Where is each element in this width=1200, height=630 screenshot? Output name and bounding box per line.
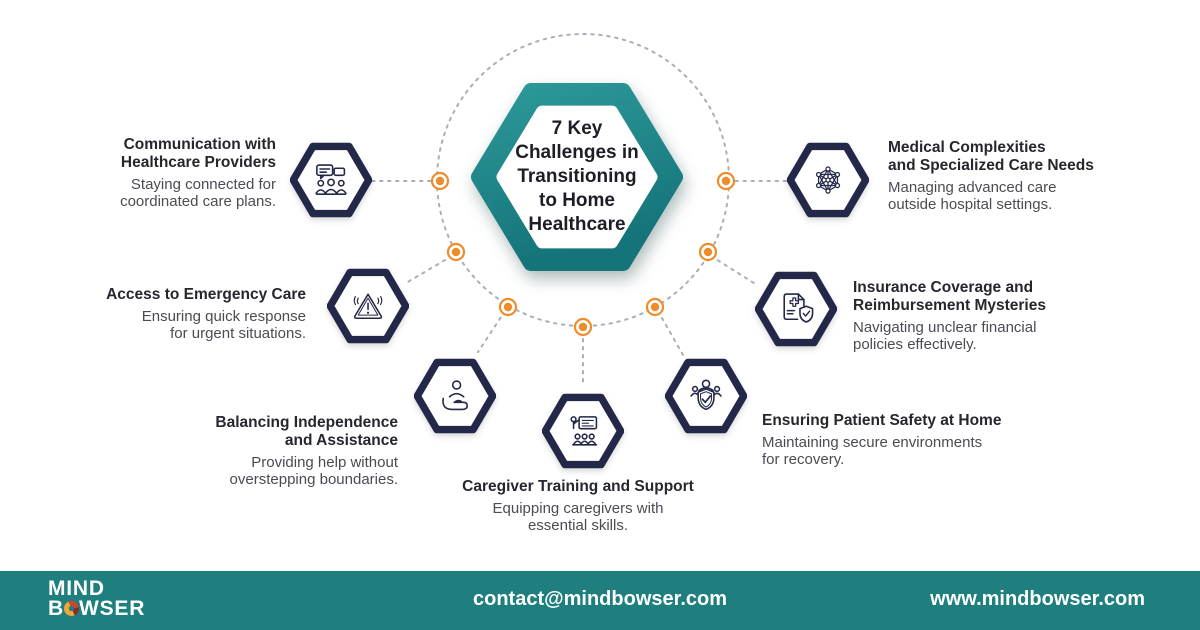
item-body: Equipping caregivers with essential skil… bbox=[492, 500, 664, 534]
hexagon-badge-medical bbox=[786, 139, 870, 221]
item-emergency-care: Access to Emergency Care Ensuring quick … bbox=[106, 286, 306, 342]
item-medical-complexities: Medical Complexities and Specialized Car… bbox=[888, 139, 1094, 213]
warning-icon bbox=[353, 293, 383, 320]
item-heading: Medical Complexities and Specialized Car… bbox=[888, 139, 1094, 174]
item-heading: Communication with Healthcare Providers bbox=[120, 136, 276, 171]
item-balancing-independence: Balancing Independence and Assistance Pr… bbox=[215, 414, 398, 488]
central-hexagon-shape bbox=[471, 83, 683, 271]
central-hexagon: 7 Key Challenges in Transitioning to Hom… bbox=[471, 79, 683, 275]
item-body: Providing help without overstepping boun… bbox=[229, 454, 398, 488]
website-link[interactable]: www.mindbowser.com bbox=[930, 588, 1145, 610]
hexagon-badge-caregiver bbox=[541, 390, 625, 472]
item-heading: Ensuring Patient Safety at Home bbox=[762, 412, 1002, 429]
communication-icon bbox=[315, 164, 347, 195]
item-communication: Communication with Healthcare Providers … bbox=[120, 136, 276, 210]
hexagon-badge-emergency bbox=[326, 265, 410, 347]
infographic-title: 7 Key Challenges in Transitioning to Hom… bbox=[515, 118, 639, 235]
item-body: Staying connected for coordinated care p… bbox=[120, 176, 276, 210]
logo-line-1: MIND bbox=[48, 577, 105, 600]
item-heading: Caregiver Training and Support bbox=[462, 478, 694, 495]
item-heading: Insurance Coverage and Reimbursement Mys… bbox=[853, 279, 1046, 314]
item-body: Maintaining secure environments for reco… bbox=[762, 434, 983, 468]
item-heading: Balancing Independence and Assistance bbox=[215, 414, 398, 449]
item-patient-safety: Ensuring Patient Safety at Home Maintain… bbox=[762, 412, 1001, 468]
item-insurance-coverage: Insurance Coverage and Reimbursement Mys… bbox=[853, 279, 1046, 353]
contact-email-link[interactable]: contact@mindbowser.com bbox=[473, 588, 727, 610]
hexagon-badge-communication bbox=[289, 139, 373, 221]
node-dots bbox=[430, 171, 736, 337]
item-heading: Access to Emergency Care bbox=[106, 286, 306, 303]
network-icon bbox=[815, 166, 841, 194]
item-body: Navigating unclear financial policies ef… bbox=[853, 319, 1037, 353]
item-caregiver-training: Caregiver Training and Support Equipping… bbox=[418, 478, 738, 534]
care-hand-icon bbox=[442, 380, 469, 411]
item-body: Managing advanced care outside hospital … bbox=[888, 179, 1057, 213]
logo-swirl-icon bbox=[63, 601, 79, 616]
training-icon bbox=[570, 416, 598, 446]
hexagon-badge-safety bbox=[664, 355, 748, 437]
hexagon-badge-balancing bbox=[413, 355, 497, 437]
insurance-document-icon bbox=[783, 293, 814, 323]
item-body: Ensuring quick response for urgent situa… bbox=[141, 308, 306, 342]
hexagon-badge-insurance bbox=[754, 268, 838, 350]
shield-check-icon bbox=[690, 379, 722, 411]
